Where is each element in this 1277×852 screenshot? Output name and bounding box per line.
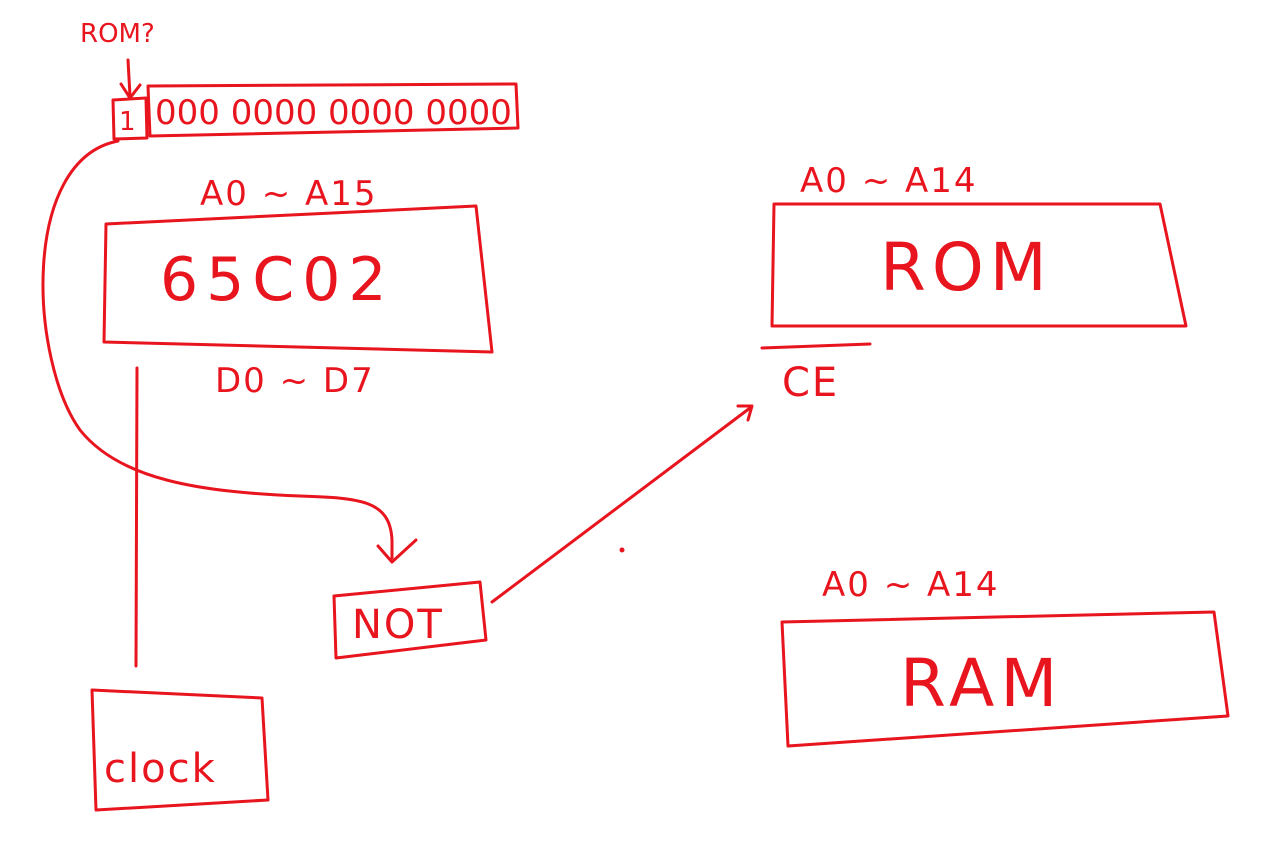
rom-question-annotation: ROM?: [80, 19, 155, 100]
not-gate-box: [332, 580, 488, 660]
cpu-address-pins: A0 ~ A15: [200, 174, 378, 214]
msb-bit-value: 1: [119, 107, 136, 137]
cpu-box: [102, 204, 494, 354]
ram-box: [780, 610, 1230, 748]
rom-chip-enable: CE: [782, 360, 839, 406]
ce-overbar: [760, 342, 872, 350]
clock-box: [90, 688, 270, 812]
not-gate-block: NOT: [332, 404, 754, 660]
address-register: 1 000 0000 0000 0000: [111, 82, 520, 141]
rom-address-pins: A0 ~ A14: [800, 161, 978, 201]
rom-question-label: ROM?: [80, 19, 155, 49]
ram-label: RAM: [900, 645, 1063, 722]
remaining-bits-value: 000 0000 0000 0000: [155, 93, 512, 133]
not-to-ce-arrow-head: [736, 404, 754, 422]
rom-box: [770, 202, 1188, 328]
msb-to-not-arrow-head: [376, 538, 418, 564]
clock-label: clock: [104, 746, 217, 792]
ram-block: A0 ~ A14 RAM: [780, 565, 1230, 748]
clock-block: clock: [90, 366, 270, 812]
stray-ink-dot: [619, 547, 625, 553]
ram-address-pins: A0 ~ A14: [822, 565, 1000, 605]
cpu-block: A0 ~ A15 65C02 D0 ~ D7: [102, 174, 494, 401]
msb-to-not-wire: [41, 139, 394, 560]
annotation-arrow-shaft: [126, 58, 132, 98]
msb-bit-box: [111, 96, 149, 141]
not-gate-label: NOT: [352, 602, 444, 648]
rom-block: A0 ~ A14 ROM CE: [760, 161, 1188, 406]
rom-label: ROM: [880, 229, 1053, 306]
cpu-data-pins: D0 ~ D7: [215, 361, 375, 401]
clock-to-cpu-wire: [134, 366, 139, 668]
address-register-box: [146, 82, 520, 138]
not-to-ce-wire: [490, 406, 752, 604]
cpu-label: 65C02: [160, 245, 395, 315]
